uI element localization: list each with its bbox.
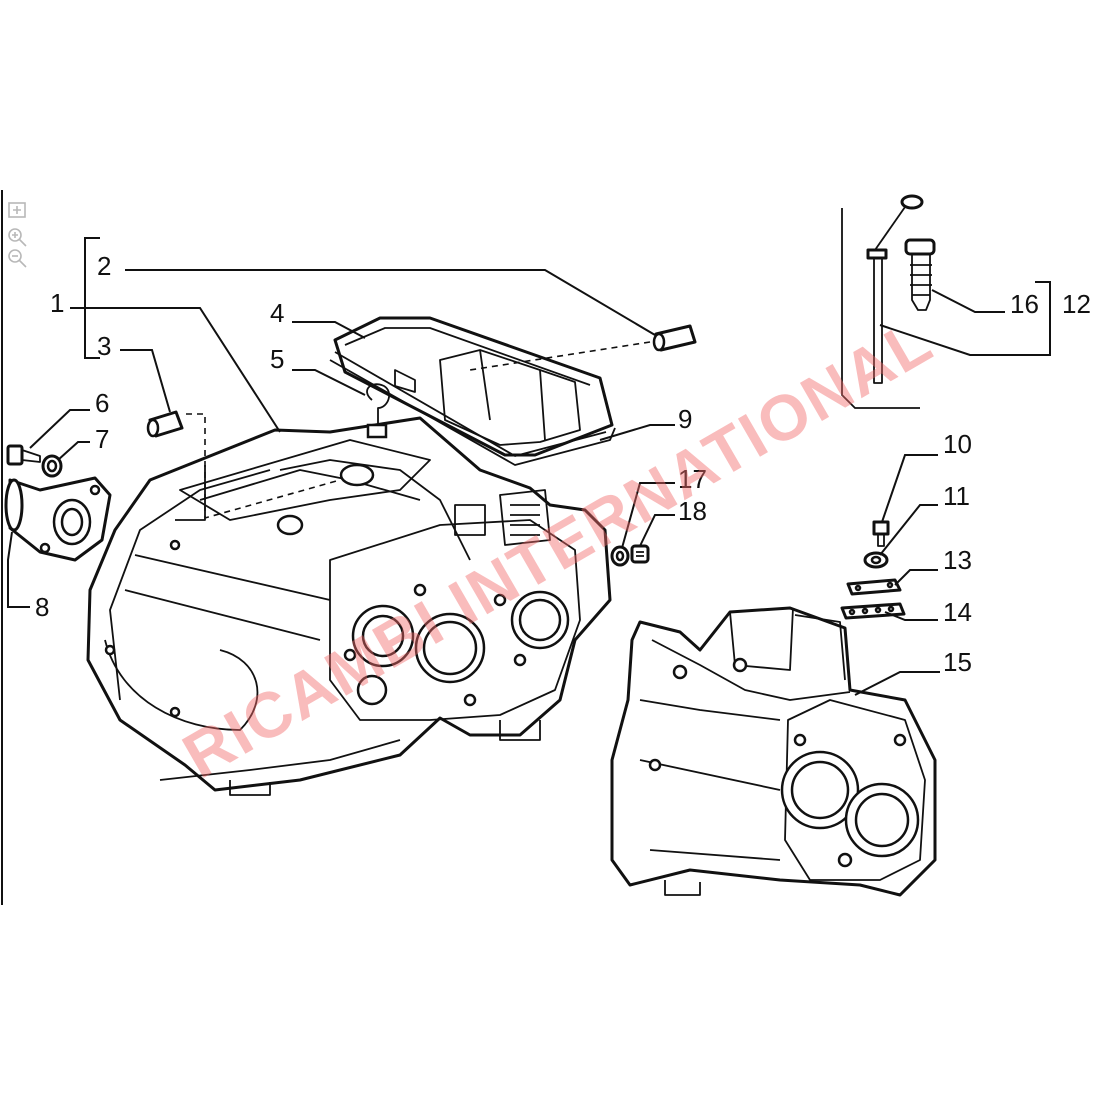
dowel-pin-lower: [146, 410, 184, 438]
callout-12: 12: [1062, 289, 1091, 319]
callout-2: 2: [97, 251, 111, 281]
callout-6: 6: [95, 388, 109, 418]
callout-11: 11: [943, 481, 970, 511]
callout-14: 14: [943, 597, 972, 627]
callout-3: 3: [97, 331, 111, 361]
bearing-guide-sleeve: [4, 476, 112, 562]
magnet-hook: [366, 383, 391, 439]
small-bolt: [872, 520, 890, 547]
viewer-toolbar[interactable]: [8, 202, 27, 268]
breather-plug: [904, 238, 936, 311]
callout-7: 7: [95, 424, 109, 454]
gearbox-housing: [86, 416, 612, 796]
leader-lines: [7, 237, 1051, 696]
fit-screen-icon[interactable]: [8, 202, 26, 218]
drain-plug: [630, 544, 650, 564]
plate-13: [846, 578, 902, 596]
callout-4: 4: [270, 298, 284, 328]
callout-8: 8: [35, 592, 49, 622]
callout-13: 13: [943, 545, 972, 575]
small-washer: [863, 551, 889, 569]
washer: [41, 454, 63, 478]
callout-18: 18: [678, 496, 707, 526]
bolt: [6, 444, 41, 466]
callout-5: 5: [270, 344, 284, 374]
rear-housing: [610, 606, 937, 897]
callout-16: 16: [1010, 289, 1039, 319]
callout-1: 1: [50, 288, 64, 318]
callout-15: 15: [943, 647, 972, 677]
callout-labels: 1 2 3 4 5 6 7 8 9 10 11 12 13 14 15 16 1…: [35, 251, 1091, 677]
callout-10: 10: [943, 429, 972, 459]
callout-17: 17: [678, 464, 707, 494]
dipstick: [866, 194, 924, 384]
zoom-in-icon[interactable]: [8, 228, 27, 247]
cover-gasket: [329, 351, 616, 466]
seal-ring: [610, 545, 630, 567]
callout-9: 9: [678, 404, 692, 434]
zoom-out-icon[interactable]: [8, 249, 27, 268]
dipstick-frame: [841, 208, 920, 409]
plate-14: [840, 602, 906, 620]
dowel-pin-upper: [652, 324, 697, 352]
